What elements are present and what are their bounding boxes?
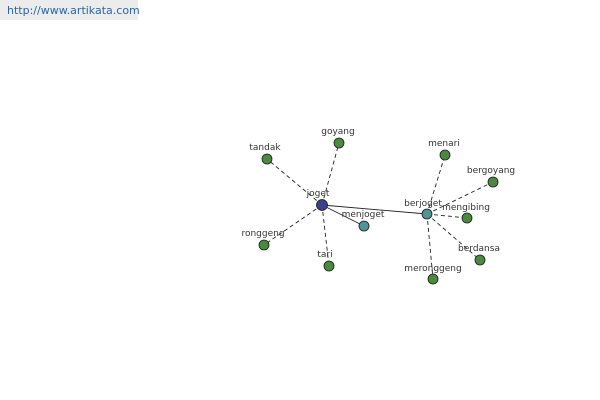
- edge-berjoget-mengibing: [426, 213, 468, 219]
- edge-berjoget-menari: [426, 154, 446, 215]
- node-circle-goyang[interactable]: [333, 137, 345, 149]
- edge-joget-menjoget: [321, 204, 365, 227]
- nodes-layer: joget berjoget menjoget tandak goyang ronggen…: [241, 127, 515, 285]
- edge-joget-tandak: [266, 158, 323, 206]
- node-circle-tari[interactable]: [323, 260, 335, 272]
- node-circle-berjoget[interactable]: [421, 208, 433, 220]
- node-label-meronggeng: meronggeng: [404, 264, 461, 274]
- node-circle-ronggeng[interactable]: [258, 239, 270, 251]
- node-joget[interactable]: joget: [306, 189, 330, 211]
- node-label-mengibing: mengibing: [442, 203, 490, 213]
- node-tari[interactable]: tari: [317, 250, 335, 272]
- node-label-menjoget: menjoget: [342, 210, 385, 220]
- node-bergoyang[interactable]: bergoyang: [467, 166, 515, 188]
- node-ronggeng[interactable]: ronggeng: [241, 229, 285, 251]
- node-label-joget: joget: [306, 189, 330, 199]
- node-goyang[interactable]: goyang: [321, 127, 355, 149]
- edge-berjoget-berdansa: [426, 213, 481, 261]
- edge-joget-goyang: [321, 142, 340, 206]
- node-menjoget[interactable]: menjoget: [342, 210, 385, 232]
- node-label-berdansa: berdansa: [458, 244, 500, 254]
- node-circle-menari[interactable]: [439, 149, 451, 161]
- node-menari[interactable]: menari: [428, 139, 460, 161]
- site-link[interactable]: http://www.artikata.com: [7, 4, 140, 17]
- edge-joget-berjoget: [321, 204, 428, 215]
- edge-berjoget-bergoyang: [426, 181, 494, 215]
- node-label-tari: tari: [317, 250, 332, 260]
- node-label-bergoyang: bergoyang: [467, 166, 515, 176]
- site-banner: http://www.artikata.com: [0, 0, 140, 20]
- node-label-goyang: goyang: [321, 127, 354, 137]
- node-berdansa[interactable]: berdansa: [458, 244, 500, 266]
- edge-berjoget-meronggeng: [426, 213, 434, 280]
- node-circle-joget[interactable]: [316, 199, 328, 211]
- node-label-menari: menari: [428, 139, 460, 149]
- edge-joget-tari: [321, 204, 330, 267]
- edge-joget-ronggeng: [263, 204, 323, 246]
- node-circle-mengibing[interactable]: [461, 212, 473, 224]
- node-circle-berdansa[interactable]: [474, 254, 486, 266]
- node-circle-menjoget[interactable]: [358, 220, 370, 232]
- node-circle-tandak[interactable]: [261, 153, 273, 165]
- node-berjoget[interactable]: berjoget: [404, 199, 442, 220]
- edges-layer: [263, 142, 494, 280]
- node-label-ronggeng: ronggeng: [241, 229, 284, 239]
- node-label-berjoget: berjoget: [404, 199, 442, 209]
- node-circle-bergoyang[interactable]: [487, 176, 499, 188]
- node-tandak[interactable]: tandak: [249, 143, 281, 165]
- node-label-tandak: tandak: [249, 143, 281, 153]
- node-circle-meronggeng[interactable]: [427, 273, 439, 285]
- node-mengibing[interactable]: mengibing: [442, 203, 490, 224]
- node-meronggeng[interactable]: meronggeng: [404, 264, 462, 285]
